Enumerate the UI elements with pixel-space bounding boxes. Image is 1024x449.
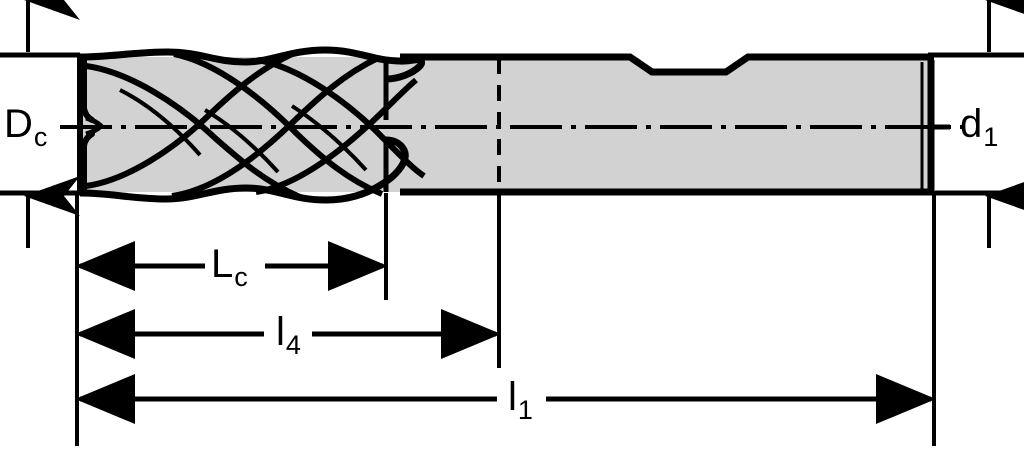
- l4-symbol: l: [276, 310, 285, 354]
- shank-body: [386, 57, 932, 192]
- flute-helix-upper-1: [85, 63, 302, 200]
- flute-profile-top: [79, 46, 426, 83]
- d1-subscript: 1: [983, 122, 999, 152]
- flute-helix-lower-1: [85, 51, 294, 189]
- flute-gash-1: [119, 88, 202, 157]
- flute-helix-upper-2: [173, 51, 384, 197]
- dc-label: Dc: [4, 102, 47, 151]
- flute-helix-lower-2: [171, 55, 380, 199]
- tool-body-group: [77, 46, 935, 204]
- l4-subscript: 4: [285, 330, 301, 360]
- d1-symbol: d: [960, 102, 983, 146]
- d1-dimension-group: [928, 0, 1024, 248]
- l1-subscript: 1: [517, 395, 533, 425]
- l1-symbol: l: [508, 375, 517, 419]
- l1-label: l1: [508, 375, 533, 424]
- flute-gash-2: [203, 108, 280, 174]
- d1-label: d1: [960, 102, 998, 151]
- dc-subscript: c: [33, 122, 48, 152]
- l4-label: l4: [276, 310, 301, 359]
- flute-gash-3: [290, 104, 368, 172]
- dc-dimension-group: [0, 0, 80, 248]
- shank-top-edge: [400, 53, 934, 76]
- dc-symbol: D: [4, 102, 33, 146]
- flute-profile-bottom: [79, 136, 409, 204]
- lc-label: Lc: [211, 242, 248, 291]
- lc-subscript: c: [234, 262, 248, 292]
- lc-symbol: L: [211, 242, 234, 286]
